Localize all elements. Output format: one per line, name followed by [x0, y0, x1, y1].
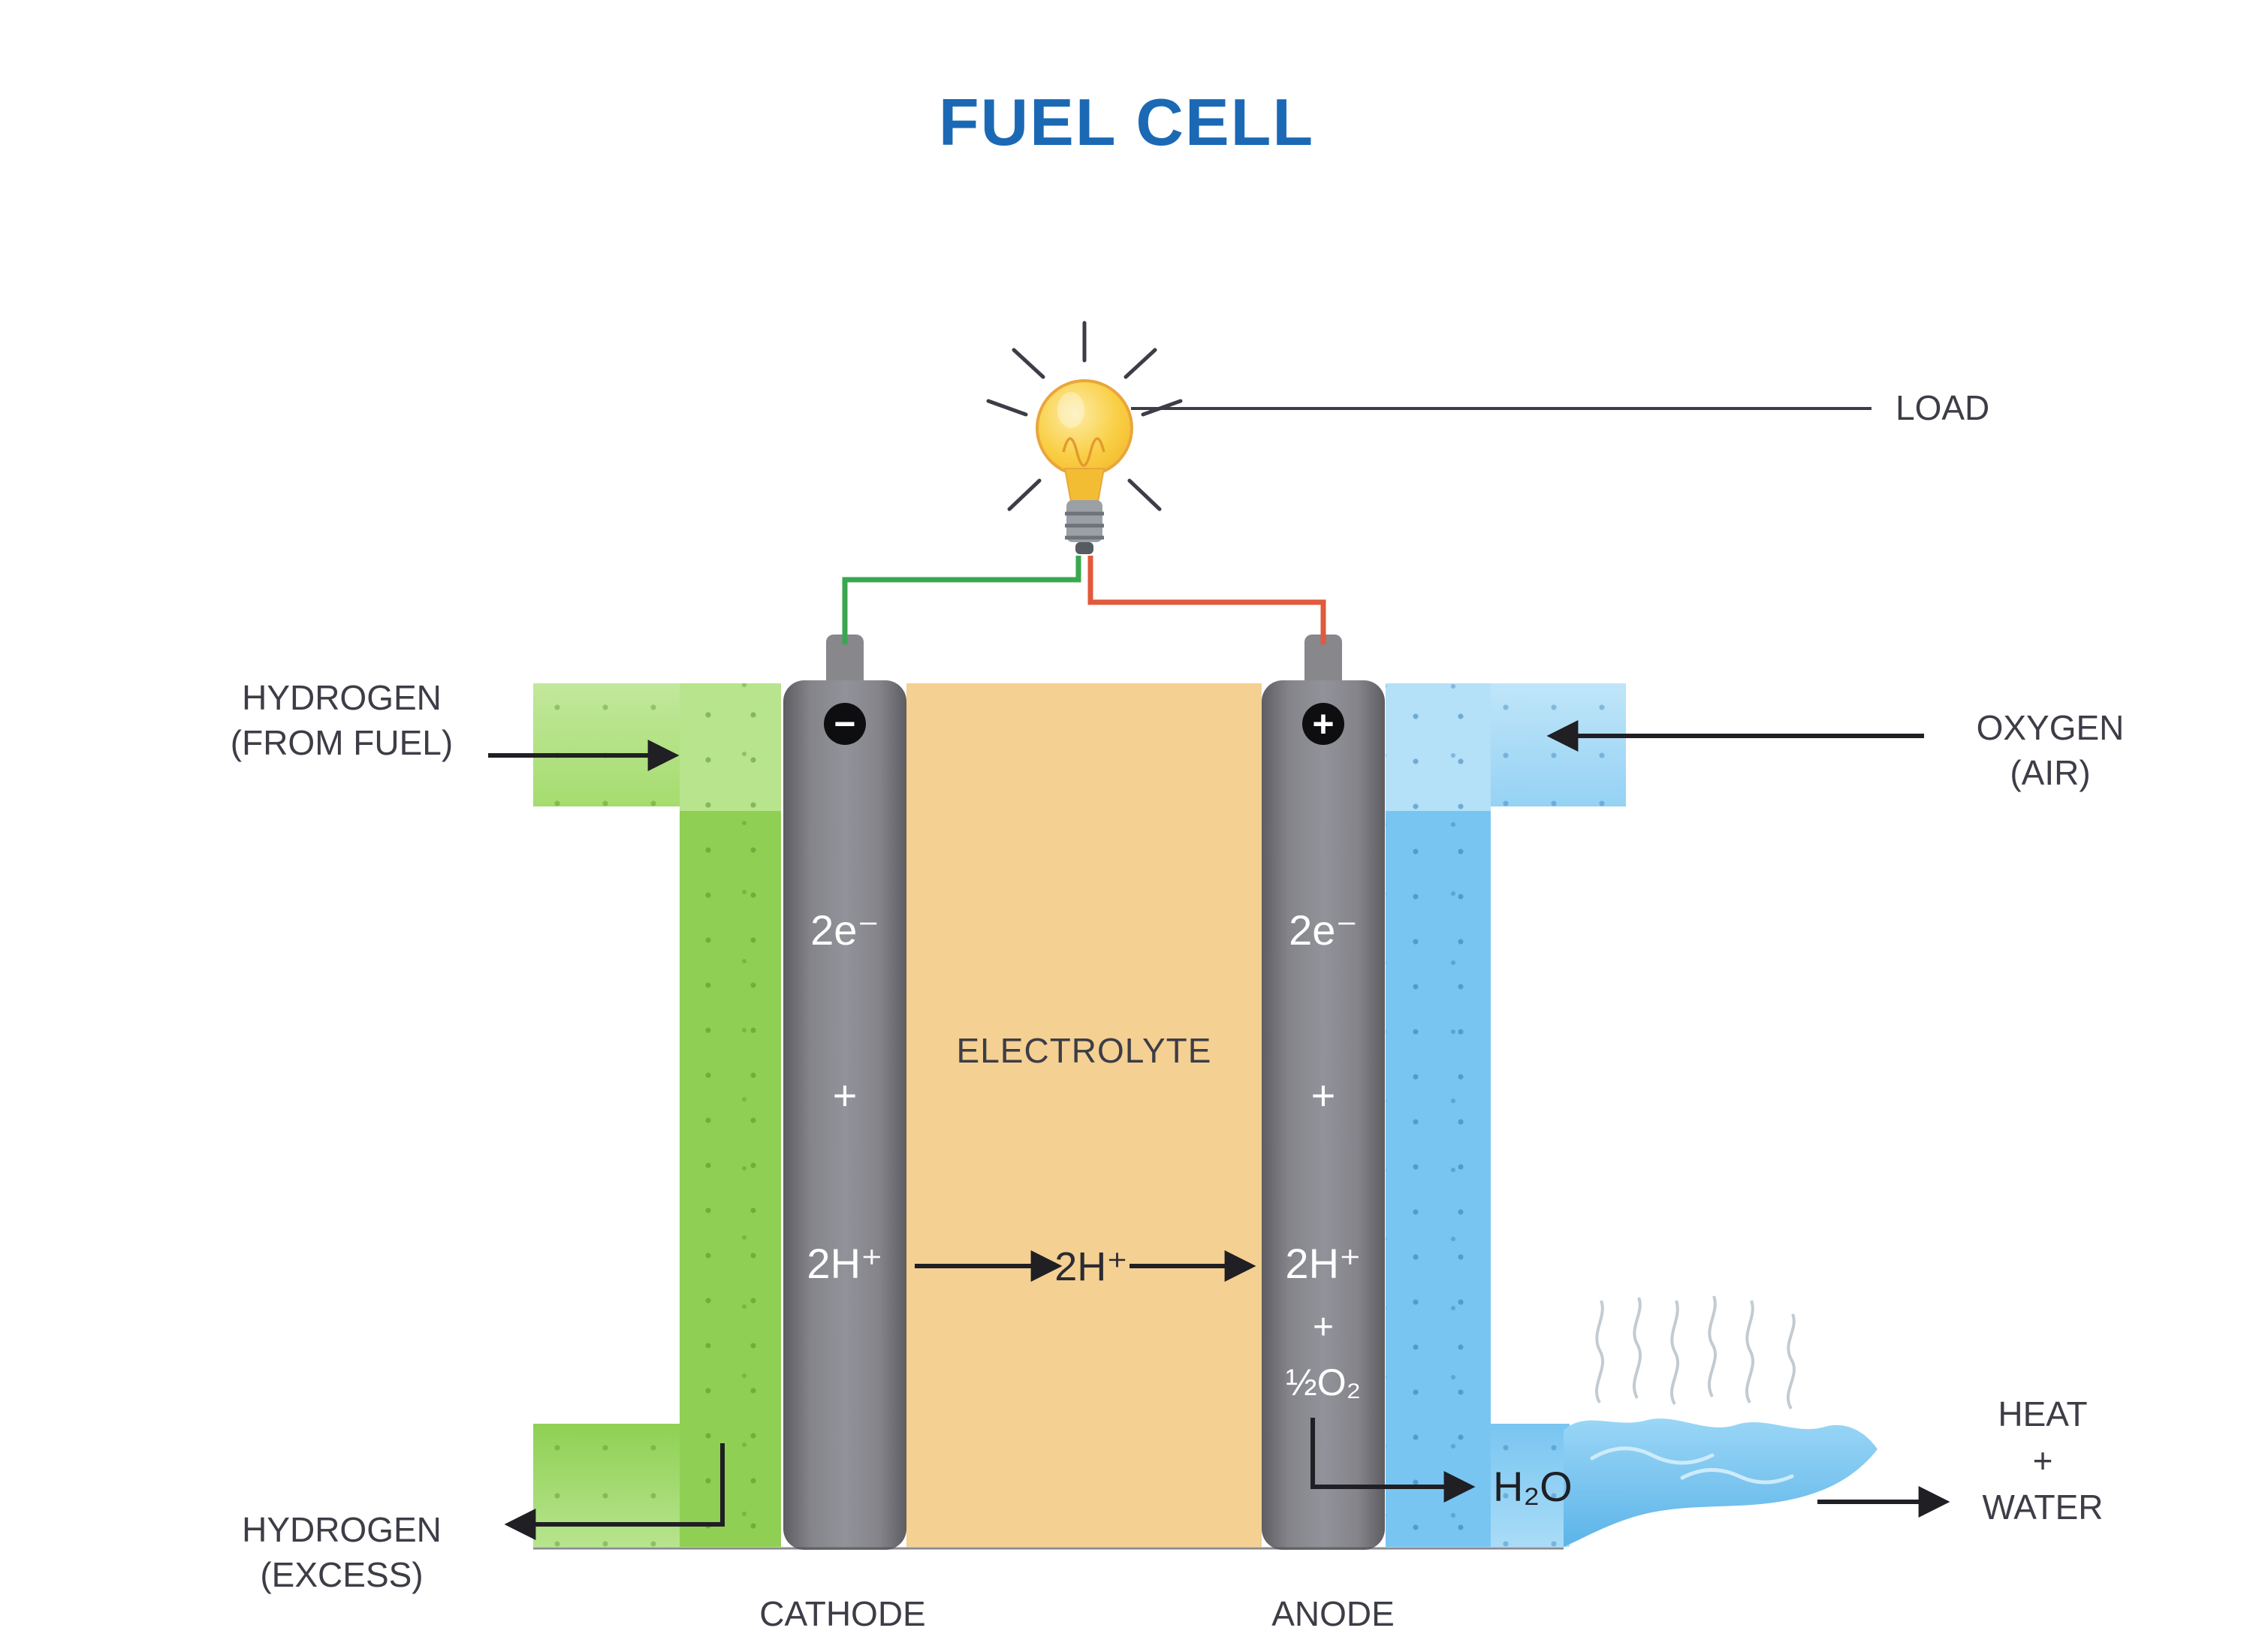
cathode-protons: 2H⁺	[807, 1240, 883, 1287]
water-product-label: H₂O	[1493, 1463, 1573, 1510]
negative-wire	[842, 556, 1081, 644]
negative-sign: −	[834, 703, 856, 745]
hydrogen-in-line1: HYDROGEN	[242, 678, 442, 717]
hydrogen-excess-label: HYDROGEN (EXCESS)	[188, 1508, 496, 1598]
cathode-label: CATHODE	[759, 1594, 926, 1633]
hydrogen-channel-column	[680, 683, 781, 1547]
electrolyte-region	[906, 683, 1262, 1547]
anode-terminal-tab	[1304, 635, 1342, 687]
hydrogen-in-line2: (FROM FUEL)	[230, 722, 454, 762]
anode-plus2: +	[1312, 1307, 1335, 1347]
cathode-plus: +	[832, 1072, 858, 1119]
heat-water-line2: +	[2032, 1441, 2053, 1481]
anode-oxygen: ½O₂	[1286, 1361, 1361, 1403]
page-title: FUEL CELL	[938, 85, 1315, 159]
hydrogen-excess-line2: (EXCESS)	[260, 1554, 424, 1594]
anode-protons: 2H⁺	[1285, 1240, 1362, 1287]
light-bulb-icon	[986, 321, 1183, 554]
hydrogen-in-label: HYDROGEN (FROM FUEL)	[188, 676, 496, 766]
steam-lines	[1594, 1295, 1796, 1410]
heat-water-label: HEAT + WATER	[1945, 1391, 2140, 1530]
heat-water-line1: HEAT	[1998, 1394, 2088, 1433]
hydrogen-excess-line1: HYDROGEN	[242, 1510, 442, 1549]
anode-label: ANODE	[1271, 1594, 1395, 1633]
oxygen-in-line2: (AIR)	[2010, 752, 2091, 792]
positive-sign: +	[1312, 703, 1335, 745]
electrolyte-label: ELECTROLYTE	[956, 1031, 1212, 1070]
negative-terminal-icon: −	[824, 703, 866, 745]
positive-wire	[1087, 556, 1326, 644]
load-label: LOAD	[1896, 388, 1990, 427]
positive-terminal-icon: +	[1302, 703, 1344, 745]
anode-electrons: 2e⁻	[1289, 906, 1358, 954]
anode-plus: +	[1310, 1072, 1336, 1119]
anode-electrode	[1262, 680, 1385, 1550]
cathode-terminal-tab	[826, 635, 864, 687]
cathode-electrons: 2e⁻	[810, 906, 879, 954]
bulb-rays	[986, 321, 1183, 511]
oxygen-channel-column	[1386, 683, 1491, 1547]
heat-water-line3: WATER	[1982, 1488, 2104, 1527]
cathode-electrode	[783, 680, 906, 1550]
migrating-ion-label: 2H⁺	[1054, 1244, 1128, 1289]
oxygen-in-label: OXYGEN (AIR)	[1938, 706, 2163, 796]
oxygen-in-line1: OXYGEN	[1976, 708, 2125, 747]
